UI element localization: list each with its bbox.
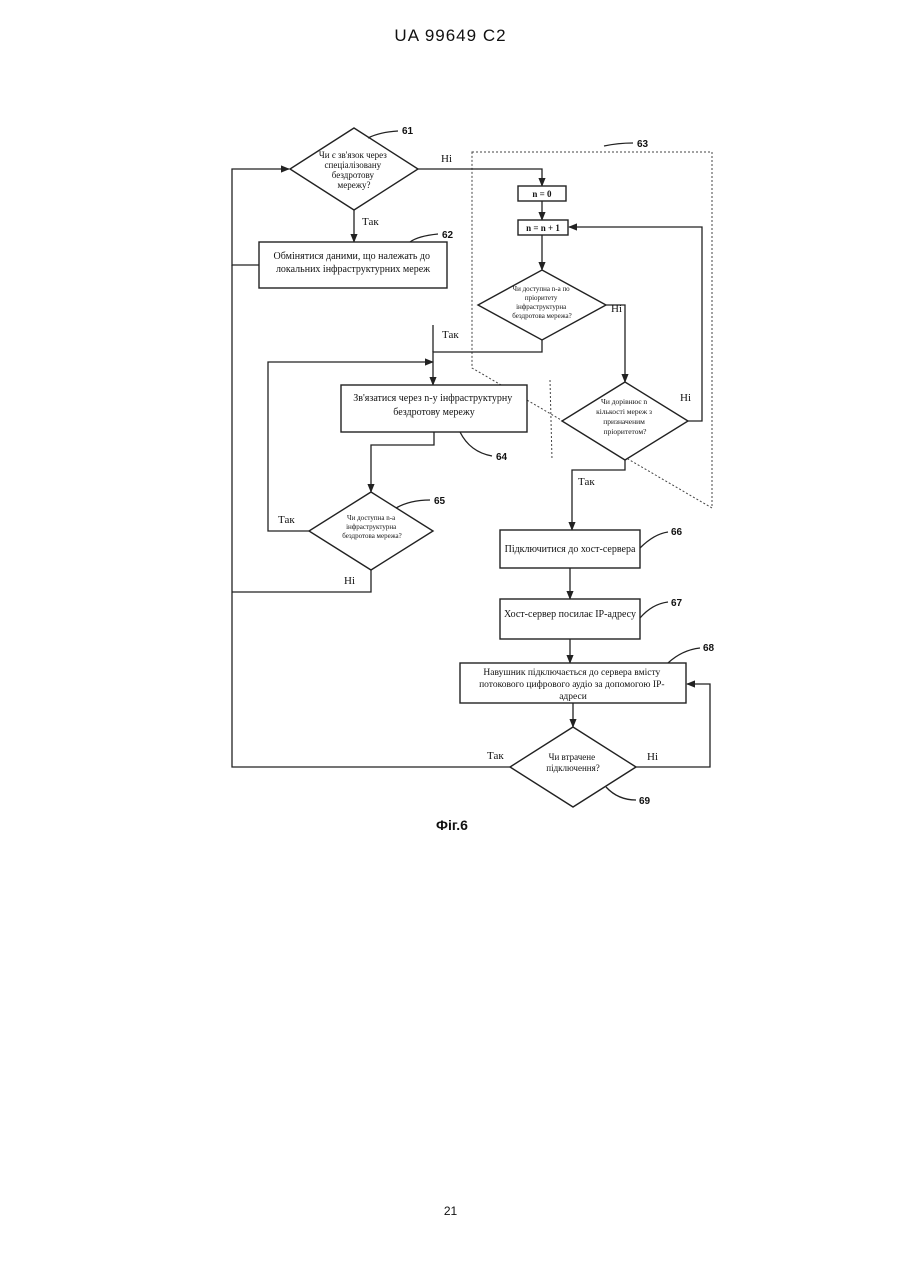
ref-63: 63 — [637, 139, 649, 150]
decision-65-text: Чи доступна n-а інфраструктурна бездрото… — [342, 514, 402, 540]
label-count-no: Ні — [680, 392, 691, 404]
label-count-yes: Так — [578, 476, 595, 488]
process-66-text: Підключитися до хост-сервера — [505, 544, 636, 555]
ref-64: 64 — [496, 452, 508, 463]
ref-69: 69 — [639, 796, 651, 807]
label-avail-no: Ні — [611, 303, 622, 315]
label-69-no: Ні — [647, 751, 658, 763]
ref-68: 68 — [703, 643, 715, 654]
region-63-outline — [472, 152, 712, 508]
region-63-inner-line — [550, 380, 552, 460]
decision-69-text: Чи втрачене підключення? — [546, 752, 599, 773]
ref-65: 65 — [434, 496, 446, 507]
ref-66: 66 — [671, 527, 683, 538]
page-number: 21 — [0, 1204, 901, 1218]
label-61-yes: Так — [362, 216, 379, 228]
ref-67: 67 — [671, 598, 683, 609]
decision-65 — [309, 492, 433, 570]
increment-n-text: n = n + 1 — [526, 223, 560, 233]
label-65-no: Ні — [344, 575, 355, 587]
decision-nth-available-text: Чи доступна n-а по пріоритету інфраструк… — [512, 285, 572, 320]
label-61-no: Ні — [441, 153, 452, 165]
decision-count-equal-text: Чи дорівнює n кількості мереж з призначе… — [596, 397, 654, 436]
ref-62: 62 — [442, 230, 454, 241]
label-69-yes: Так — [487, 750, 504, 762]
process-67-text: Хост-сервер посилає IP-адресу — [504, 609, 636, 620]
label-65-yes: Так — [278, 514, 295, 526]
ref-61: 61 — [402, 126, 414, 137]
init-n-text: n = 0 — [532, 189, 552, 199]
figure-caption: Фіг.6 — [436, 817, 468, 833]
label-avail-yes: Так — [442, 329, 459, 341]
